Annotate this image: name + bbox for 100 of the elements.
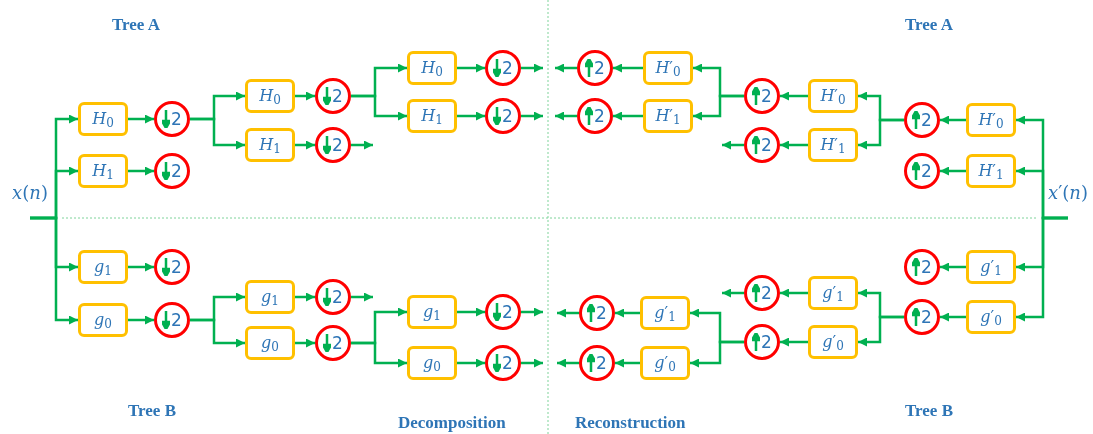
arrow <box>128 114 154 124</box>
factor-label: 2 <box>332 87 343 105</box>
factor-label: 2 <box>502 303 513 321</box>
factor-label: 2 <box>921 162 932 180</box>
factor-label: 2 <box>502 354 513 372</box>
arrow <box>457 358 485 368</box>
section-label: Decomposition <box>398 412 506 434</box>
filter-box <box>245 128 295 162</box>
arrow <box>613 63 643 73</box>
arrow <box>457 63 485 73</box>
arrow <box>940 115 966 125</box>
filter-label: g′$_{0}$ <box>822 334 844 350</box>
factor-label: 2 <box>594 59 605 77</box>
arrow <box>1016 216 1068 322</box>
arrow <box>128 166 154 176</box>
filter-label: g$_{0}$ <box>261 335 279 351</box>
factor-label: 2 <box>596 304 607 322</box>
factor-label: 2 <box>761 333 772 351</box>
filter-label: g$_{1}$ <box>261 289 279 305</box>
arrow <box>521 307 543 317</box>
factor-label: 2 <box>502 59 513 77</box>
factor-label: 2 <box>921 258 932 276</box>
filter-box <box>245 79 295 113</box>
filter-box <box>407 99 457 133</box>
factor-label: 2 <box>921 308 932 326</box>
filter-box <box>640 346 690 380</box>
arrow <box>457 111 485 121</box>
arrow <box>521 63 543 73</box>
section-label: Tree B <box>128 400 176 422</box>
filter-label: g$_{0}$ <box>94 312 112 328</box>
filter-label: H$_{1}$ <box>421 108 443 124</box>
filter-label: g′$_{1}$ <box>654 305 676 321</box>
filter-label: g′$_{0}$ <box>654 355 676 371</box>
filter-box <box>245 326 295 360</box>
arrow <box>780 140 808 150</box>
arrow <box>722 288 744 298</box>
arrow <box>30 216 78 325</box>
filter-label: g$_{0}$ <box>423 355 441 371</box>
arrow <box>693 94 744 121</box>
filter-label: H′$_{0}$ <box>820 88 846 104</box>
factor-label: 2 <box>332 136 343 154</box>
filter-box <box>407 51 457 85</box>
signal-label: x′(n) <box>1048 184 1088 202</box>
filter-label: H$_{0}$ <box>92 111 114 127</box>
factor-label: 2 <box>761 87 772 105</box>
filter-label: H′$_{0}$ <box>655 60 681 76</box>
factor-label: 2 <box>596 354 607 372</box>
arrow <box>351 341 407 368</box>
factor-label: 2 <box>171 110 182 128</box>
filter-box <box>966 250 1016 284</box>
arrow <box>521 111 543 121</box>
section-label: Tree A <box>905 14 953 36</box>
filter-label: g′$_{1}$ <box>980 259 1002 275</box>
filter-label: H$_{0}$ <box>259 88 281 104</box>
factor-label: 2 <box>171 162 182 180</box>
arrow <box>690 340 744 368</box>
filter-box <box>966 300 1016 334</box>
filter-box <box>808 79 858 113</box>
signal-label: x(n) <box>12 184 48 202</box>
factor-label: 2 <box>332 334 343 352</box>
arrow <box>351 140 373 150</box>
filter-label: H′$_{1}$ <box>978 163 1004 179</box>
filter-label: H$_{0}$ <box>421 60 443 76</box>
arrow <box>858 315 904 347</box>
filter-label: H$_{1}$ <box>259 137 281 153</box>
filter-label: H′$_{1}$ <box>655 108 681 124</box>
factor-label: 2 <box>921 111 932 129</box>
arrow <box>780 91 808 101</box>
arrow <box>190 318 245 348</box>
filter-box <box>245 280 295 314</box>
filter-box <box>78 250 128 284</box>
arrow <box>190 117 245 150</box>
factor-label: 2 <box>502 107 513 125</box>
factor-label: 2 <box>594 107 605 125</box>
filter-box <box>78 303 128 337</box>
filter-label: H′$_{1}$ <box>820 137 846 153</box>
filter-box <box>966 154 1016 188</box>
arrow <box>128 262 154 272</box>
factor-label: 2 <box>171 311 182 329</box>
arrow <box>351 94 407 121</box>
arrow <box>780 337 808 347</box>
arrow <box>780 288 808 298</box>
section-label: Reconstruction <box>575 412 686 434</box>
arrow <box>722 140 744 150</box>
arrow <box>295 91 315 101</box>
filter-box <box>407 295 457 329</box>
filter-box <box>640 296 690 330</box>
filter-label: g$_{1}$ <box>94 259 112 275</box>
arrow <box>940 312 966 322</box>
factor-label: 2 <box>761 136 772 154</box>
factor-label: 2 <box>332 288 343 306</box>
arrow <box>555 63 577 73</box>
arrow <box>457 307 485 317</box>
filter-box <box>78 154 128 188</box>
arrow <box>940 166 966 176</box>
filter-box <box>808 276 858 310</box>
arrow <box>557 308 579 318</box>
filter-box <box>808 325 858 359</box>
arrow <box>128 315 154 325</box>
filter-box <box>643 51 693 85</box>
